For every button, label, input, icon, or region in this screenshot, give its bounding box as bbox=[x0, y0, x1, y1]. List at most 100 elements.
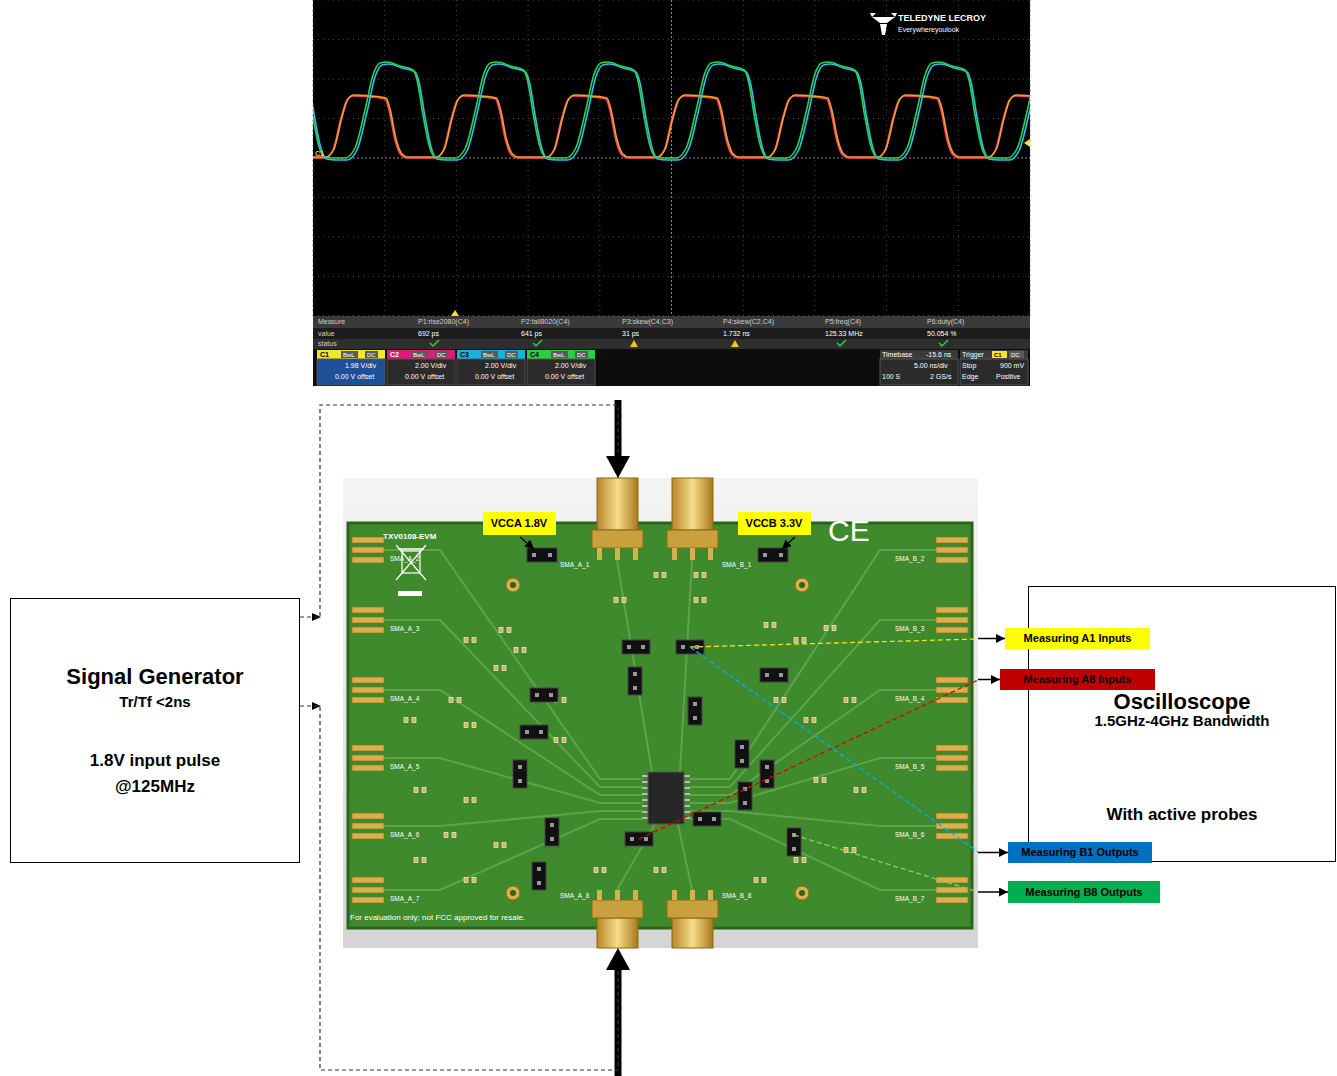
smd-pad bbox=[502, 843, 506, 848]
edge-pad bbox=[352, 745, 384, 751]
measure-name: P4:skew(C2,C4) bbox=[723, 318, 774, 325]
weee-symbol bbox=[396, 545, 426, 596]
smd-pad bbox=[794, 638, 798, 643]
pcb-trace bbox=[690, 550, 936, 779]
grid-line bbox=[313, 79, 1030, 80]
channel-body bbox=[457, 359, 525, 385]
jumper-header bbox=[513, 760, 527, 788]
evaluation-board: TXV0108-EVMCESMA_A_2SMA_A_1SMA_B_1SMA_B_… bbox=[343, 478, 978, 948]
smd-pad bbox=[514, 648, 518, 653]
measure-name: P2:fall8020(C4) bbox=[521, 318, 570, 325]
smd-pad bbox=[507, 628, 511, 633]
chip-pin bbox=[684, 781, 690, 783]
jumper-pin bbox=[518, 765, 522, 769]
edge-pad bbox=[936, 617, 968, 623]
timebase-header bbox=[880, 350, 958, 359]
connector-name: SMA_B_5 bbox=[895, 764, 924, 771]
probe-arrow bbox=[978, 638, 1005, 640]
edge-pad bbox=[936, 897, 968, 903]
measure-value: 1.732 ns bbox=[723, 330, 750, 337]
channel-setting: 2.00 V/div bbox=[555, 362, 586, 369]
jumper-header bbox=[787, 828, 801, 856]
sma-connector bbox=[597, 918, 638, 948]
chip-pin bbox=[642, 793, 648, 795]
waveform-trace bbox=[313, 62, 1030, 158]
jumper-pin bbox=[549, 693, 553, 697]
edge-pad bbox=[352, 677, 384, 683]
pcb-trace bbox=[690, 690, 936, 795]
ic-chip bbox=[648, 772, 684, 824]
brand-slogan: Everywhereyoulook bbox=[898, 26, 959, 33]
channel-badge-box bbox=[365, 351, 378, 358]
mounting-hole bbox=[510, 890, 516, 896]
smd-pad bbox=[472, 723, 476, 728]
connector-name: SMA_A_5 bbox=[390, 764, 419, 771]
channel-badge-box bbox=[505, 351, 518, 358]
tag-text: Measuring A8 Inputs bbox=[1024, 674, 1132, 685]
trigger-setting: 900 mV bbox=[1000, 362, 1024, 369]
pcb-trace bbox=[680, 560, 692, 772]
smd-pad bbox=[472, 878, 476, 883]
table-band bbox=[313, 339, 1030, 349]
chip-pin bbox=[684, 793, 690, 795]
device-spec: With active probes bbox=[1107, 806, 1258, 823]
smd-pad bbox=[862, 788, 866, 793]
jumper-header bbox=[530, 688, 558, 702]
channel-badge: DC bbox=[577, 352, 586, 358]
trigger-body bbox=[960, 359, 1028, 385]
grid-line bbox=[313, 39, 1030, 40]
status-ok-mark bbox=[837, 340, 846, 346]
channel-badge: BwL bbox=[343, 352, 355, 358]
channel-badge-box bbox=[481, 351, 498, 358]
connector-name: SMA_B_3 bbox=[895, 626, 924, 633]
grid-line bbox=[313, 276, 1030, 277]
sma-pin bbox=[633, 890, 638, 900]
sma-pin bbox=[597, 548, 602, 560]
jumper-pin bbox=[765, 765, 769, 769]
timebase-setting: Timebase bbox=[882, 351, 912, 358]
scope-screen bbox=[313, 0, 1030, 386]
jumper-pin bbox=[681, 645, 685, 649]
trigger-setting: Edge bbox=[962, 373, 978, 380]
channel-name: C2 bbox=[390, 351, 399, 358]
signal-feed-line bbox=[300, 405, 618, 617]
smd-pad bbox=[464, 723, 468, 728]
edge-pad bbox=[936, 677, 968, 683]
smd-pad bbox=[502, 666, 506, 671]
edge-pad bbox=[936, 813, 968, 819]
smd-pad bbox=[412, 718, 416, 723]
edge-pad bbox=[352, 547, 384, 553]
jumper-pin bbox=[743, 801, 747, 805]
jumper-header bbox=[520, 725, 548, 739]
output-arrow-head bbox=[312, 613, 321, 621]
sma-connector bbox=[592, 478, 718, 948]
connector-name: SMA_B_7 bbox=[895, 896, 924, 903]
sma-pin bbox=[615, 890, 620, 900]
smd-pad bbox=[852, 848, 856, 853]
edge-pad bbox=[352, 765, 384, 771]
smd-pad bbox=[702, 573, 706, 578]
sma-pin bbox=[690, 548, 695, 560]
smd-pad bbox=[802, 858, 806, 863]
grid-line bbox=[599, 0, 600, 316]
chip-pin bbox=[684, 775, 690, 777]
trigger-setting: Positive bbox=[996, 373, 1021, 380]
table-band bbox=[313, 349, 1030, 386]
probe-line bbox=[690, 647, 978, 852]
smd-pad bbox=[422, 788, 426, 793]
waveforms bbox=[313, 62, 1030, 160]
status-warning-mark bbox=[630, 340, 638, 347]
trigger-badge: C1 bbox=[994, 352, 1002, 358]
sma-pin bbox=[615, 548, 620, 560]
tag-text: VCCA 1.8V bbox=[491, 518, 547, 529]
jumper-pin bbox=[550, 837, 554, 841]
supply-label: VCCA 1.8V bbox=[483, 512, 556, 535]
jumper-pin bbox=[641, 645, 645, 649]
trigger-badge-box bbox=[1009, 351, 1024, 358]
smd-pad bbox=[812, 718, 816, 723]
jumper-pin bbox=[539, 730, 543, 734]
trigger-setting: Trigger bbox=[962, 351, 984, 358]
jumper-pin bbox=[550, 823, 554, 827]
probe-line bbox=[690, 639, 978, 647]
